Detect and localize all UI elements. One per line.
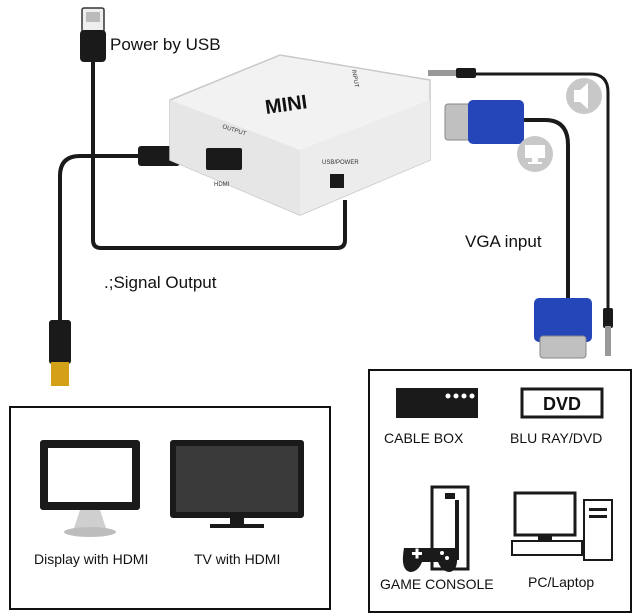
output-label-display: Display with HDMI [34,551,149,567]
hdmi-output-cable [58,154,175,320]
port-hdmi-text: HDMI [214,182,230,188]
monitor-icon [40,440,140,537]
usb-plug [80,7,106,62]
speaker-icon [566,78,602,114]
source-label-pc: PC/Laptop [528,574,595,590]
vga-input-cable [520,118,570,300]
power-label: Power by USB [110,35,221,54]
converter-box: MINI OUTPUT HDMI USB/POWER INPUT [169,54,431,216]
signal-output-label: .;Signal Output [104,273,217,292]
hdmi-port [206,148,242,170]
hdmi-plug-bottom [49,320,71,386]
vga-connector-bottom [534,298,592,359]
tv-icon [170,440,304,528]
usb-power-cable [91,60,347,250]
dvd-badge: DVD [543,394,581,414]
port-usb-text: USB/POWER [322,160,359,166]
source-label-game-console: GAME CONSOLE [380,576,494,592]
pc-icon [511,491,613,561]
source-label-dvd: BLU RAY/DVD [510,430,603,446]
cable-box-icon [396,388,478,418]
output-label-tv: TV with HDMI [194,551,281,567]
game-console-icon [402,485,470,572]
audio-jack-bottom [603,308,613,356]
audio-jack-top [428,68,476,78]
vga-connector-top [444,100,524,144]
source-label-cable-box: CABLE BOX [384,430,464,446]
port-input-text: INPUT [350,69,359,88]
dvd-player-icon: DVD [520,387,604,419]
vga-input-label: VGA input [465,232,542,251]
usb-port [330,174,344,188]
monitor-badge-icon [517,136,553,172]
audio-cable [474,72,610,310]
